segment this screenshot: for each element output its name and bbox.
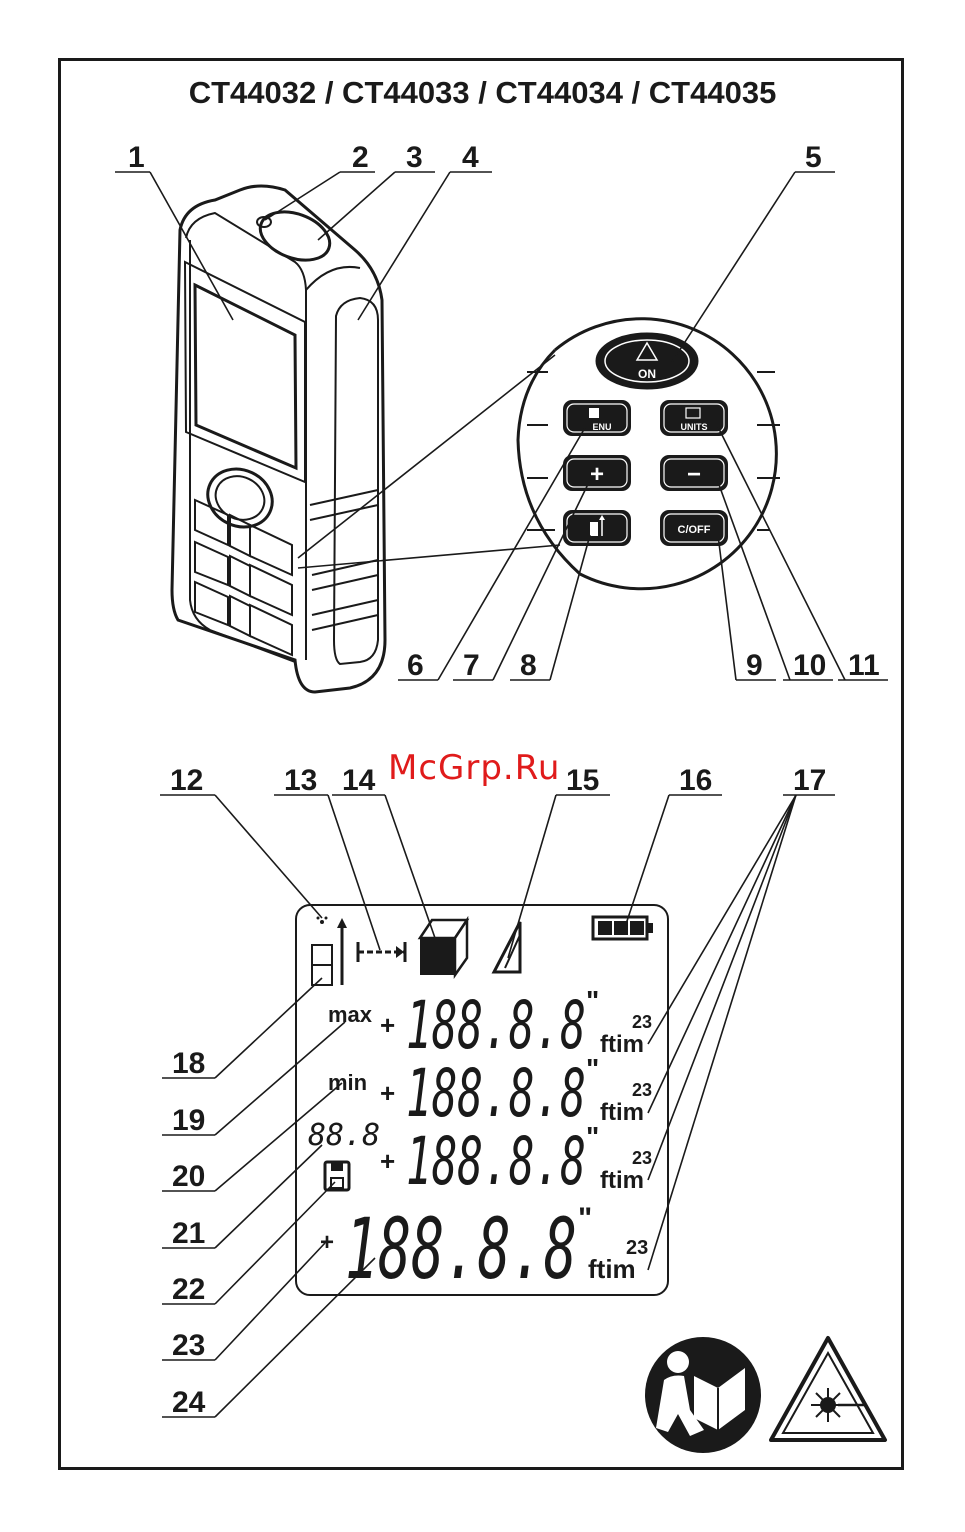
row1-unit: ftim <box>600 1031 644 1058</box>
reference-position-icon <box>312 917 347 986</box>
lcd-display: max min 88.8 + 188.8.8 " ftim 23 + 188.8… <box>296 905 668 1298</box>
battery-icon <box>593 917 653 939</box>
row3-sign: + <box>380 1146 395 1176</box>
row1-inch-mark: " <box>586 985 599 1016</box>
row3-unit: ftim <box>600 1167 644 1194</box>
callout-16: 16 <box>679 764 712 797</box>
callout-12: 12 <box>170 764 203 797</box>
min-label: min <box>328 1070 367 1095</box>
callout-7: 7 <box>463 649 480 682</box>
row1-digits: 188.8.8 <box>406 987 586 1064</box>
callout-2: 2 <box>352 141 369 174</box>
volume-cube-icon <box>420 920 467 975</box>
row2-digits: 188.8.8 <box>406 1055 586 1132</box>
read-manual-icon <box>645 1337 761 1453</box>
row2-unit-exp: 23 <box>632 1080 652 1100</box>
clear-off-button-label: C/OFF <box>678 524 711 536</box>
minus-button-label: − <box>687 461 701 488</box>
units-button-label: UNITS <box>681 422 708 432</box>
main-sign: + <box>320 1229 334 1256</box>
callout-13: 13 <box>284 764 317 797</box>
callout-10: 10 <box>793 649 826 682</box>
callout-22: 22 <box>172 1273 205 1306</box>
callout-14: 14 <box>342 764 376 797</box>
callout-15: 15 <box>566 764 599 797</box>
row3-digits: 188.8.8 <box>406 1123 586 1200</box>
on-button-label: ON <box>638 367 656 381</box>
callout-18: 18 <box>172 1047 205 1080</box>
main-unit-exp: 23 <box>626 1237 648 1259</box>
callout-23: 23 <box>172 1329 205 1362</box>
row1-unit-exp: 23 <box>632 1012 652 1032</box>
distance-icon <box>358 942 405 962</box>
callout-5: 5 <box>805 141 822 174</box>
memory-save-icon <box>325 1162 349 1190</box>
row3-inch-mark: " <box>586 1121 599 1152</box>
menu-button-label: ENU <box>592 422 611 432</box>
keypad-zoom: ON ENU UNITS + − C/OFF <box>298 319 780 589</box>
callout-3: 3 <box>406 141 423 174</box>
callout-19: 19 <box>172 1104 205 1137</box>
callout-8: 8 <box>520 649 537 682</box>
callout-24: 24 <box>172 1386 206 1419</box>
menu-cube-icon <box>589 408 599 418</box>
row2-sign: + <box>380 1078 395 1108</box>
callout-20: 20 <box>172 1160 205 1193</box>
callout-11: 11 <box>848 649 880 682</box>
row2-inch-mark: " <box>586 1053 599 1084</box>
callout-1: 1 <box>128 141 145 174</box>
plus-button-label: + <box>590 461 604 488</box>
callout-9: 9 <box>746 649 763 682</box>
callout-4: 4 <box>462 141 479 174</box>
max-label: max <box>328 1002 373 1027</box>
device-illustration <box>172 186 385 692</box>
row1-sign: + <box>380 1010 395 1040</box>
main-inch-mark: " <box>578 1202 592 1235</box>
callout-6: 6 <box>407 649 424 682</box>
callout-21: 21 <box>172 1217 205 1250</box>
row2-unit: ftim <box>600 1099 644 1126</box>
laser-warning-triangle-icon <box>771 1338 885 1440</box>
main-digits: 188.8.8 <box>345 1200 577 1298</box>
callout-17: 17 <box>793 764 826 797</box>
row3-unit-exp: 23 <box>632 1148 652 1168</box>
